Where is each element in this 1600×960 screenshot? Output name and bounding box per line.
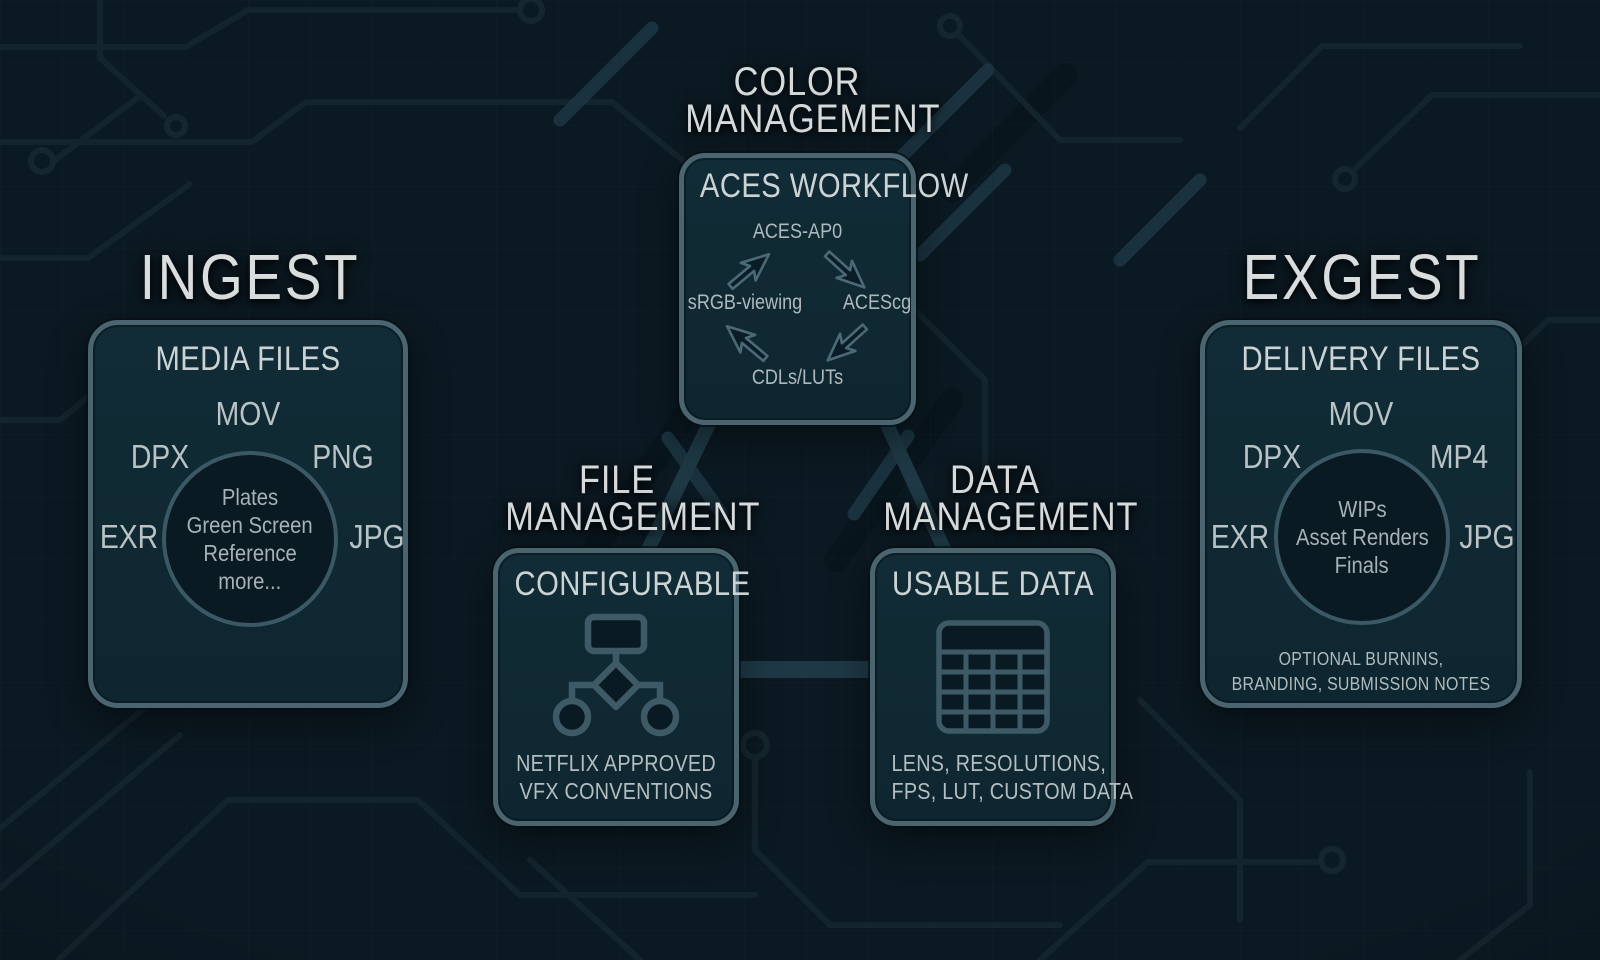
- format-label-dpx: DPX: [130, 438, 190, 475]
- color-title-line1: COLOR: [733, 60, 861, 104]
- format-label-exr: EXR: [1210, 518, 1270, 555]
- file-title-line2: MANAGEMENT: [505, 495, 761, 539]
- exgest-circle-line: WIPs: [1337, 496, 1387, 522]
- file-management-title: FILE MANAGEMENT: [505, 458, 761, 539]
- cycle-arrow-icon: [727, 252, 771, 291]
- cycle-arrow-icon: [823, 250, 866, 289]
- ingest-panel: MEDIA FILES MOV DPX PNG EXR JPG Plates G…: [88, 320, 408, 708]
- exgest-content-circle: WIPs Asset Renders Finals: [1274, 449, 1450, 625]
- file-management-panel: CONFIGURABLE NETFLIX APPROVED VFX CONVEN…: [493, 548, 751, 826]
- color-management-title: COLOR MANAGEMENT: [685, 60, 941, 141]
- cycle-label-acescg: ACEScg: [842, 291, 912, 314]
- ingest-title: INGEST: [139, 241, 361, 313]
- color-title-line2: MANAGEMENT: [685, 97, 941, 141]
- aces-workflow-heading: ACES WORKFLOW: [699, 167, 969, 205]
- flowchart-icon: [552, 613, 680, 737]
- exgest-title: EXGEST: [1242, 241, 1482, 313]
- data-management-panel: USABLE DATA LENS, RESOLUTIONS, FPS, LUT,…: [870, 548, 1134, 826]
- data-title-line1: DATA: [949, 458, 1041, 502]
- file-title-line1: FILE: [578, 458, 656, 502]
- cycle-arrow-icon: [826, 323, 869, 362]
- file-caption-line2: VFX CONVENTIONS: [519, 778, 713, 804]
- ingest-circle-line: more...: [218, 568, 282, 594]
- data-management-title: DATA MANAGEMENT: [883, 458, 1139, 539]
- format-label-mp4: MP4: [1429, 438, 1489, 475]
- ingest-circle-line: Green Screen: [186, 512, 314, 538]
- file-caption-line1: NETFLIX APPROVED: [516, 750, 716, 776]
- aces-workflow-panel: ACES WORKFLOW ACES-AP0 sRGB-viewing ACES…: [679, 153, 969, 425]
- usable-data-heading: USABLE DATA: [892, 565, 1094, 603]
- delivery-files-heading: DELIVERY FILES: [1241, 340, 1481, 378]
- format-label-mov: MOV: [1328, 395, 1394, 432]
- format-label-png: PNG: [312, 438, 374, 475]
- exgest-caption-line2: BRANDING, SUBMISSION NOTES: [1231, 673, 1491, 694]
- format-label-jpg: JPG: [349, 518, 405, 555]
- media-files-heading: MEDIA FILES: [155, 340, 341, 378]
- data-caption-line1: LENS, RESOLUTIONS,: [891, 750, 1107, 776]
- format-label-jpg: JPG: [1459, 518, 1515, 555]
- data-title-line2: MANAGEMENT: [883, 495, 1139, 539]
- cycle-label-aces-ap0: ACES-AP0: [752, 220, 843, 243]
- ingest-content-circle: Plates Green Screen Reference more...: [162, 451, 338, 627]
- ingest-circle-line: Reference: [203, 540, 297, 566]
- cycle-arrow-icon: [725, 324, 769, 363]
- exgest-panel: DELIVERY FILES MOV DPX MP4 EXR JPG WIPs …: [1200, 320, 1522, 708]
- table-icon: [936, 620, 1050, 734]
- exgest-circle-line: Asset Renders: [1295, 524, 1429, 550]
- cycle-label-cdls-luts: CDLs/LUTs: [751, 366, 844, 389]
- data-caption-line2: FPS, LUT, CUSTOM DATA: [891, 778, 1134, 804]
- format-label-exr: EXR: [99, 518, 159, 555]
- exgest-caption-line1: OPTIONAL BURNINS,: [1278, 648, 1444, 669]
- configurable-heading: CONFIGURABLE: [514, 565, 751, 603]
- ingest-circle-line: Plates: [221, 484, 279, 510]
- format-label-mov: MOV: [215, 395, 281, 432]
- exgest-circle-line: Finals: [1334, 552, 1389, 578]
- cycle-label-srgb-viewing: sRGB-viewing: [687, 291, 803, 314]
- format-label-dpx: DPX: [1242, 438, 1302, 475]
